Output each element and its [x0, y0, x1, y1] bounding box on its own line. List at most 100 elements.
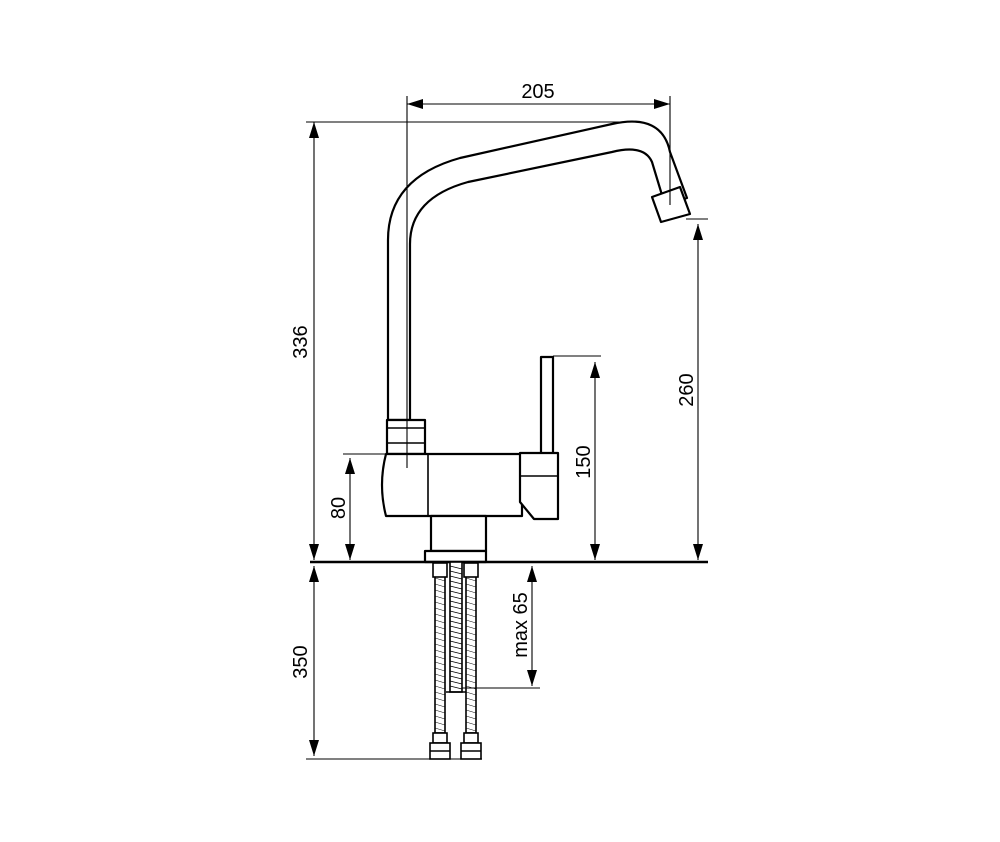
dim-label-205: 205 [521, 81, 554, 103]
thread-line [449, 630, 463, 635]
thread-line [449, 660, 463, 665]
hose-braid-line [465, 601, 477, 606]
hose-braid-line [434, 637, 446, 642]
hose-braid-line [465, 613, 477, 618]
dim-label-max65: max 65 [510, 592, 532, 658]
hose-braid-line [465, 649, 477, 654]
hose-braid-line [465, 679, 477, 684]
hose-braid-line [465, 703, 477, 708]
hose-fitting-left-top [432, 562, 448, 578]
thread-line [449, 580, 463, 585]
hose-braid-line [465, 667, 477, 672]
hose-braid-line [434, 601, 446, 606]
thread-line [449, 625, 463, 630]
thread-line [449, 575, 463, 580]
hose-braid-line [434, 691, 446, 696]
dim-hose-350: 350 [290, 566, 482, 760]
thread-line [449, 680, 463, 685]
hose-braid-line [465, 721, 477, 726]
thread-line [449, 635, 463, 640]
hose-braid-line [465, 709, 477, 714]
thread-line [449, 640, 463, 645]
dim-lever-150: 150 [553, 355, 601, 560]
hose-braid-line [465, 691, 477, 696]
hose-braid-line [465, 655, 477, 660]
dim-label-80: 80 [328, 497, 350, 519]
hose-braid-line [434, 577, 446, 582]
hose-braid-line [434, 649, 446, 654]
thread-line [449, 585, 463, 590]
hose-braid-line [434, 667, 446, 672]
hose-braid-line [434, 661, 446, 666]
dim-body-80: 80 [328, 453, 386, 560]
hose-braid-line [465, 619, 477, 624]
hose-braid-line [465, 607, 477, 612]
hose-braid-line [465, 697, 477, 702]
spout-tube [386, 120, 689, 422]
base-flange [423, 549, 488, 564]
stud-thread [449, 565, 463, 690]
thread-line [449, 600, 463, 605]
hose-braid-line [434, 631, 446, 636]
hose-braid-line [465, 625, 477, 630]
hose-braid-line [465, 595, 477, 600]
hose-braid-line [434, 589, 446, 594]
hose-braid-line [434, 607, 446, 612]
hose-braid-line [434, 595, 446, 600]
hose-braid-line [434, 709, 446, 714]
hose-braid-line [465, 673, 477, 678]
hose-braid-line [434, 727, 446, 732]
dim-thickness-max65: max 65 [462, 566, 540, 689]
hose-braid-line [434, 679, 446, 684]
hose-fitting-right-top [463, 562, 479, 578]
hose-braid-line [434, 619, 446, 624]
thread-line [449, 675, 463, 680]
thread-line [449, 645, 463, 650]
thread-line [449, 605, 463, 610]
thread-line [449, 570, 463, 575]
handle-base [518, 451, 560, 521]
thread-line [449, 620, 463, 625]
dim-width-205: 205 [406, 81, 671, 468]
hose-braid-line [434, 583, 446, 588]
hose-braid-line [465, 715, 477, 720]
hose-braid-line [465, 631, 477, 636]
hose-braid-line [434, 643, 446, 648]
mounting-neck [429, 514, 488, 553]
spout-collar [385, 418, 427, 456]
thread-line [449, 615, 463, 620]
hose-braid-line [434, 721, 446, 726]
hose-braid-line [434, 697, 446, 702]
dim-label-350: 350 [290, 645, 312, 678]
hose-nut-right [460, 732, 482, 760]
thread-line [449, 670, 463, 675]
hose-braid-line [465, 589, 477, 594]
hose-braid-line [434, 655, 446, 660]
dim-label-260: 260 [676, 373, 698, 406]
hose-braid-line [434, 625, 446, 630]
lever-handle [539, 355, 555, 457]
thread-line [449, 590, 463, 595]
aerator [650, 185, 692, 224]
thread-line [449, 595, 463, 600]
faucet [310, 120, 708, 760]
hose-braid-line [465, 643, 477, 648]
hose-braid-line [465, 637, 477, 642]
dim-spout-260: 260 [676, 218, 708, 560]
thread-line [449, 650, 463, 655]
hose-nut-left [429, 732, 451, 760]
faucet-body [380, 452, 524, 518]
thread-line [449, 655, 463, 660]
dim-label-150: 150 [573, 445, 595, 478]
hose-braid-line [465, 583, 477, 588]
hose-braid-line [434, 715, 446, 720]
thread-line [449, 610, 463, 615]
hose-braid-line [465, 661, 477, 666]
dim-label-336: 336 [290, 325, 312, 358]
hose-braid-line [434, 685, 446, 690]
hose-braid-line [465, 727, 477, 732]
hose-braid-line [434, 673, 446, 678]
hose-braid-line [434, 613, 446, 618]
thread-line [449, 665, 463, 670]
